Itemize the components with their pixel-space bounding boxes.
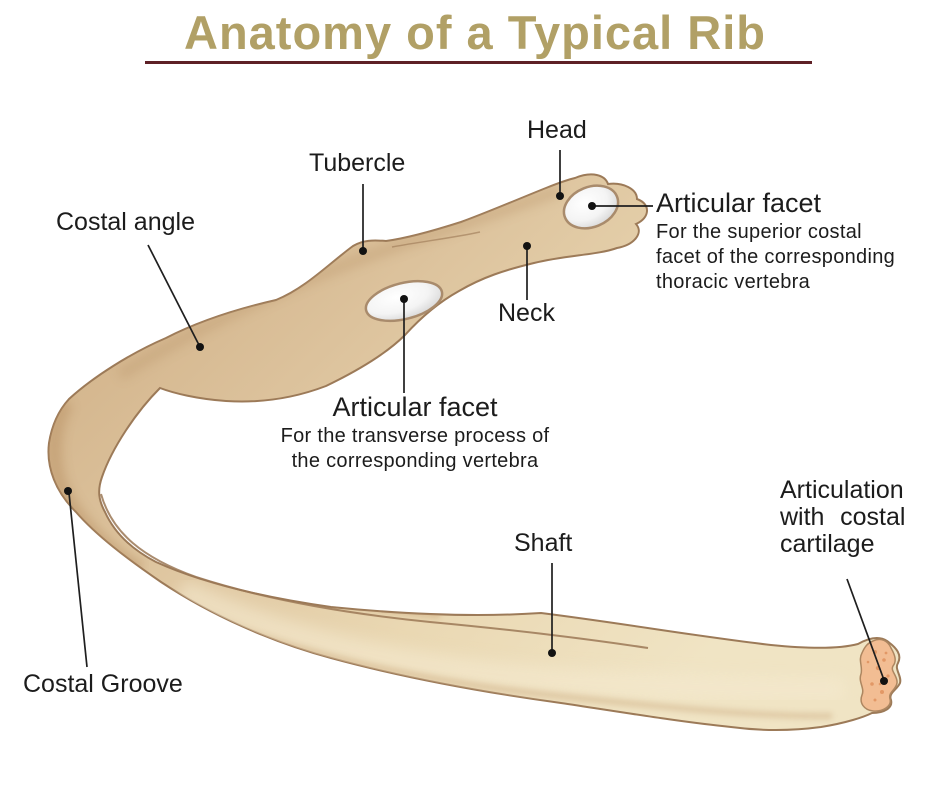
articulation-leader-line [846, 578, 885, 681]
costal-angle-leader-line [147, 244, 200, 346]
costal-groove-dot [64, 487, 72, 495]
label-shaft: Shaft [514, 529, 573, 557]
head-dot [556, 192, 564, 200]
articular-facet-tubercle-dot [400, 295, 408, 303]
articular-facet-head-description: For the superior costal facet of the cor… [656, 221, 896, 294]
costal-angle-dot [196, 343, 204, 351]
label-head: Head [527, 116, 587, 144]
page-title: Anatomy of a Typical Rib [184, 6, 766, 59]
label-articulation-with-costal-cartilage: Articulation with costal cartilage [780, 476, 906, 558]
articulation-dot [880, 677, 888, 685]
label-costal-groove: Costal Groove [23, 670, 183, 698]
costal-groove-leader-line [68, 492, 88, 668]
leader-dots [64, 192, 888, 685]
rib-bone-outline [47, 173, 902, 731]
leader-lines [68, 150, 885, 681]
shaft-dot [548, 649, 556, 657]
label-neck: Neck [498, 299, 555, 327]
costal-groove-line [100, 493, 649, 649]
articular-facet-head-dot [588, 202, 596, 210]
neck-dot [523, 242, 531, 250]
label-articular-facet-head: Articular facet For the superior costal … [656, 189, 950, 295]
tubercle-dot [359, 247, 367, 255]
costal-cartilage-surface [859, 638, 898, 712]
articular-facet-head-title: Articular facet [656, 188, 822, 218]
label-articular-facet-tubercle: Articular facet For the transverse proce… [258, 393, 572, 474]
articular-facet-tubercle-description: For the transverse process of the corres… [280, 425, 550, 473]
label-costal-angle: Costal angle [56, 208, 195, 236]
neck-crease-line [391, 231, 481, 248]
articular-facet-tubercle-title: Articular facet [332, 392, 498, 422]
title-underline [145, 61, 812, 64]
label-tubercle: Tubercle [309, 149, 406, 177]
